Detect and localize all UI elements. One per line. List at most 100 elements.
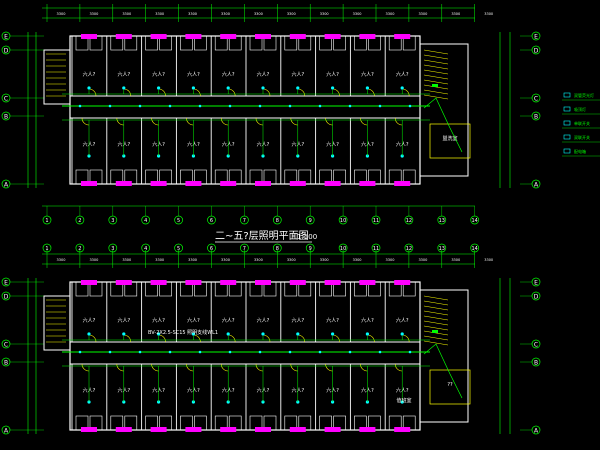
window-bottom bbox=[185, 181, 202, 186]
door-swing bbox=[151, 363, 159, 372]
ceiling-light bbox=[226, 86, 230, 90]
ceiling-light bbox=[365, 332, 369, 336]
room-label: 六人? bbox=[361, 317, 374, 324]
axis-letter: C bbox=[534, 96, 538, 103]
door-swing bbox=[220, 117, 229, 126]
corridor-light bbox=[168, 104, 172, 108]
axis-letter: C bbox=[4, 96, 8, 103]
window-bottom bbox=[115, 427, 132, 432]
axis-number: 2 bbox=[78, 246, 81, 252]
outer-wall bbox=[69, 35, 421, 185]
distribution-panel bbox=[432, 330, 438, 333]
door-swing bbox=[332, 88, 340, 97]
axis-number: 7 bbox=[243, 246, 246, 252]
axis-bubble bbox=[108, 243, 118, 253]
door-swing bbox=[360, 363, 368, 372]
corridor-light bbox=[348, 104, 352, 108]
door-swing bbox=[116, 117, 124, 126]
dim-value: 3300 bbox=[254, 12, 263, 16]
door-swing bbox=[81, 117, 90, 126]
stair-tread bbox=[423, 335, 449, 341]
window-top bbox=[220, 34, 237, 39]
legend-symbol bbox=[563, 134, 571, 140]
axis-number: 13 bbox=[439, 218, 445, 224]
stair-tread bbox=[423, 54, 449, 60]
axis-number: 11 bbox=[373, 246, 379, 252]
dim-value: 3300 bbox=[451, 12, 460, 16]
corridor-light bbox=[228, 350, 232, 354]
room-label: 六人? bbox=[152, 71, 165, 78]
outer-wall bbox=[69, 281, 421, 431]
door-swing bbox=[186, 363, 194, 372]
axis-number: 6 bbox=[210, 246, 213, 252]
room-label: 六人? bbox=[187, 71, 200, 78]
door-swing bbox=[367, 334, 375, 343]
corridor-light bbox=[408, 350, 412, 354]
room-label: 六人? bbox=[396, 71, 409, 78]
legend-text: 吸顶灯 bbox=[574, 106, 586, 112]
door-swing bbox=[88, 334, 97, 343]
door-swing bbox=[394, 117, 403, 126]
ceiling-light bbox=[400, 332, 404, 336]
stair-tread bbox=[423, 310, 449, 316]
window-bottom bbox=[255, 427, 271, 432]
axis-number: 8 bbox=[276, 218, 279, 224]
room-label: 六人? bbox=[83, 71, 96, 78]
window-top bbox=[394, 34, 411, 39]
axis-number: 14 bbox=[472, 246, 478, 252]
corridor-light bbox=[378, 350, 382, 354]
window-top bbox=[289, 280, 306, 285]
ceiling-light bbox=[296, 332, 300, 336]
corridor-light bbox=[138, 350, 142, 354]
axis-bubble bbox=[272, 243, 282, 253]
dim-value: 3300 bbox=[386, 12, 395, 16]
dim-value: 3300 bbox=[320, 12, 329, 16]
window-top bbox=[324, 280, 341, 285]
window-top bbox=[115, 280, 132, 285]
door-swing bbox=[297, 88, 306, 97]
legend-text: 双管荧光灯 bbox=[574, 92, 594, 98]
room-label: 六人? bbox=[117, 71, 130, 78]
axis-letter: C bbox=[534, 342, 538, 349]
legend-symbol bbox=[563, 106, 571, 112]
axis-letter: A bbox=[4, 182, 9, 189]
door-swing bbox=[81, 363, 90, 372]
corridor-light bbox=[108, 350, 112, 354]
axis-number: 11 bbox=[373, 218, 379, 224]
stair-block bbox=[419, 289, 469, 423]
dim-value: 3300 bbox=[188, 258, 197, 262]
door-swing bbox=[360, 117, 368, 126]
window-bottom bbox=[359, 181, 376, 186]
corridor-light bbox=[108, 104, 112, 108]
door-swing bbox=[158, 334, 166, 343]
axis-number: 5 bbox=[177, 218, 180, 224]
room-label: 六人? bbox=[361, 71, 374, 78]
distribution-panel bbox=[432, 84, 438, 87]
window-bottom bbox=[359, 427, 376, 432]
axis-letter: A bbox=[534, 182, 539, 189]
window-top bbox=[289, 34, 306, 39]
door-swing bbox=[116, 363, 124, 372]
window-top bbox=[81, 280, 97, 285]
axis-number: 4 bbox=[144, 246, 147, 252]
room-label: 六人? bbox=[396, 317, 409, 324]
axis-letter: B bbox=[534, 360, 538, 367]
ceiling-light bbox=[191, 332, 195, 336]
special-room bbox=[429, 369, 471, 405]
stair-tread bbox=[423, 300, 449, 306]
corridor-light bbox=[318, 350, 322, 354]
room-label: 六人? bbox=[257, 317, 270, 324]
dim-value: 3300 bbox=[57, 258, 66, 262]
door-swing bbox=[297, 334, 306, 343]
stair-tread bbox=[423, 74, 449, 80]
door-swing bbox=[193, 334, 201, 343]
corridor-light bbox=[378, 104, 382, 108]
ceiling-light bbox=[261, 86, 265, 90]
room-label: 六人? bbox=[326, 71, 339, 78]
window-bottom bbox=[81, 427, 97, 432]
axis-bubble bbox=[470, 243, 480, 253]
ceiling-light bbox=[400, 86, 404, 90]
door-swing bbox=[394, 363, 403, 372]
stair-tread bbox=[423, 69, 449, 75]
